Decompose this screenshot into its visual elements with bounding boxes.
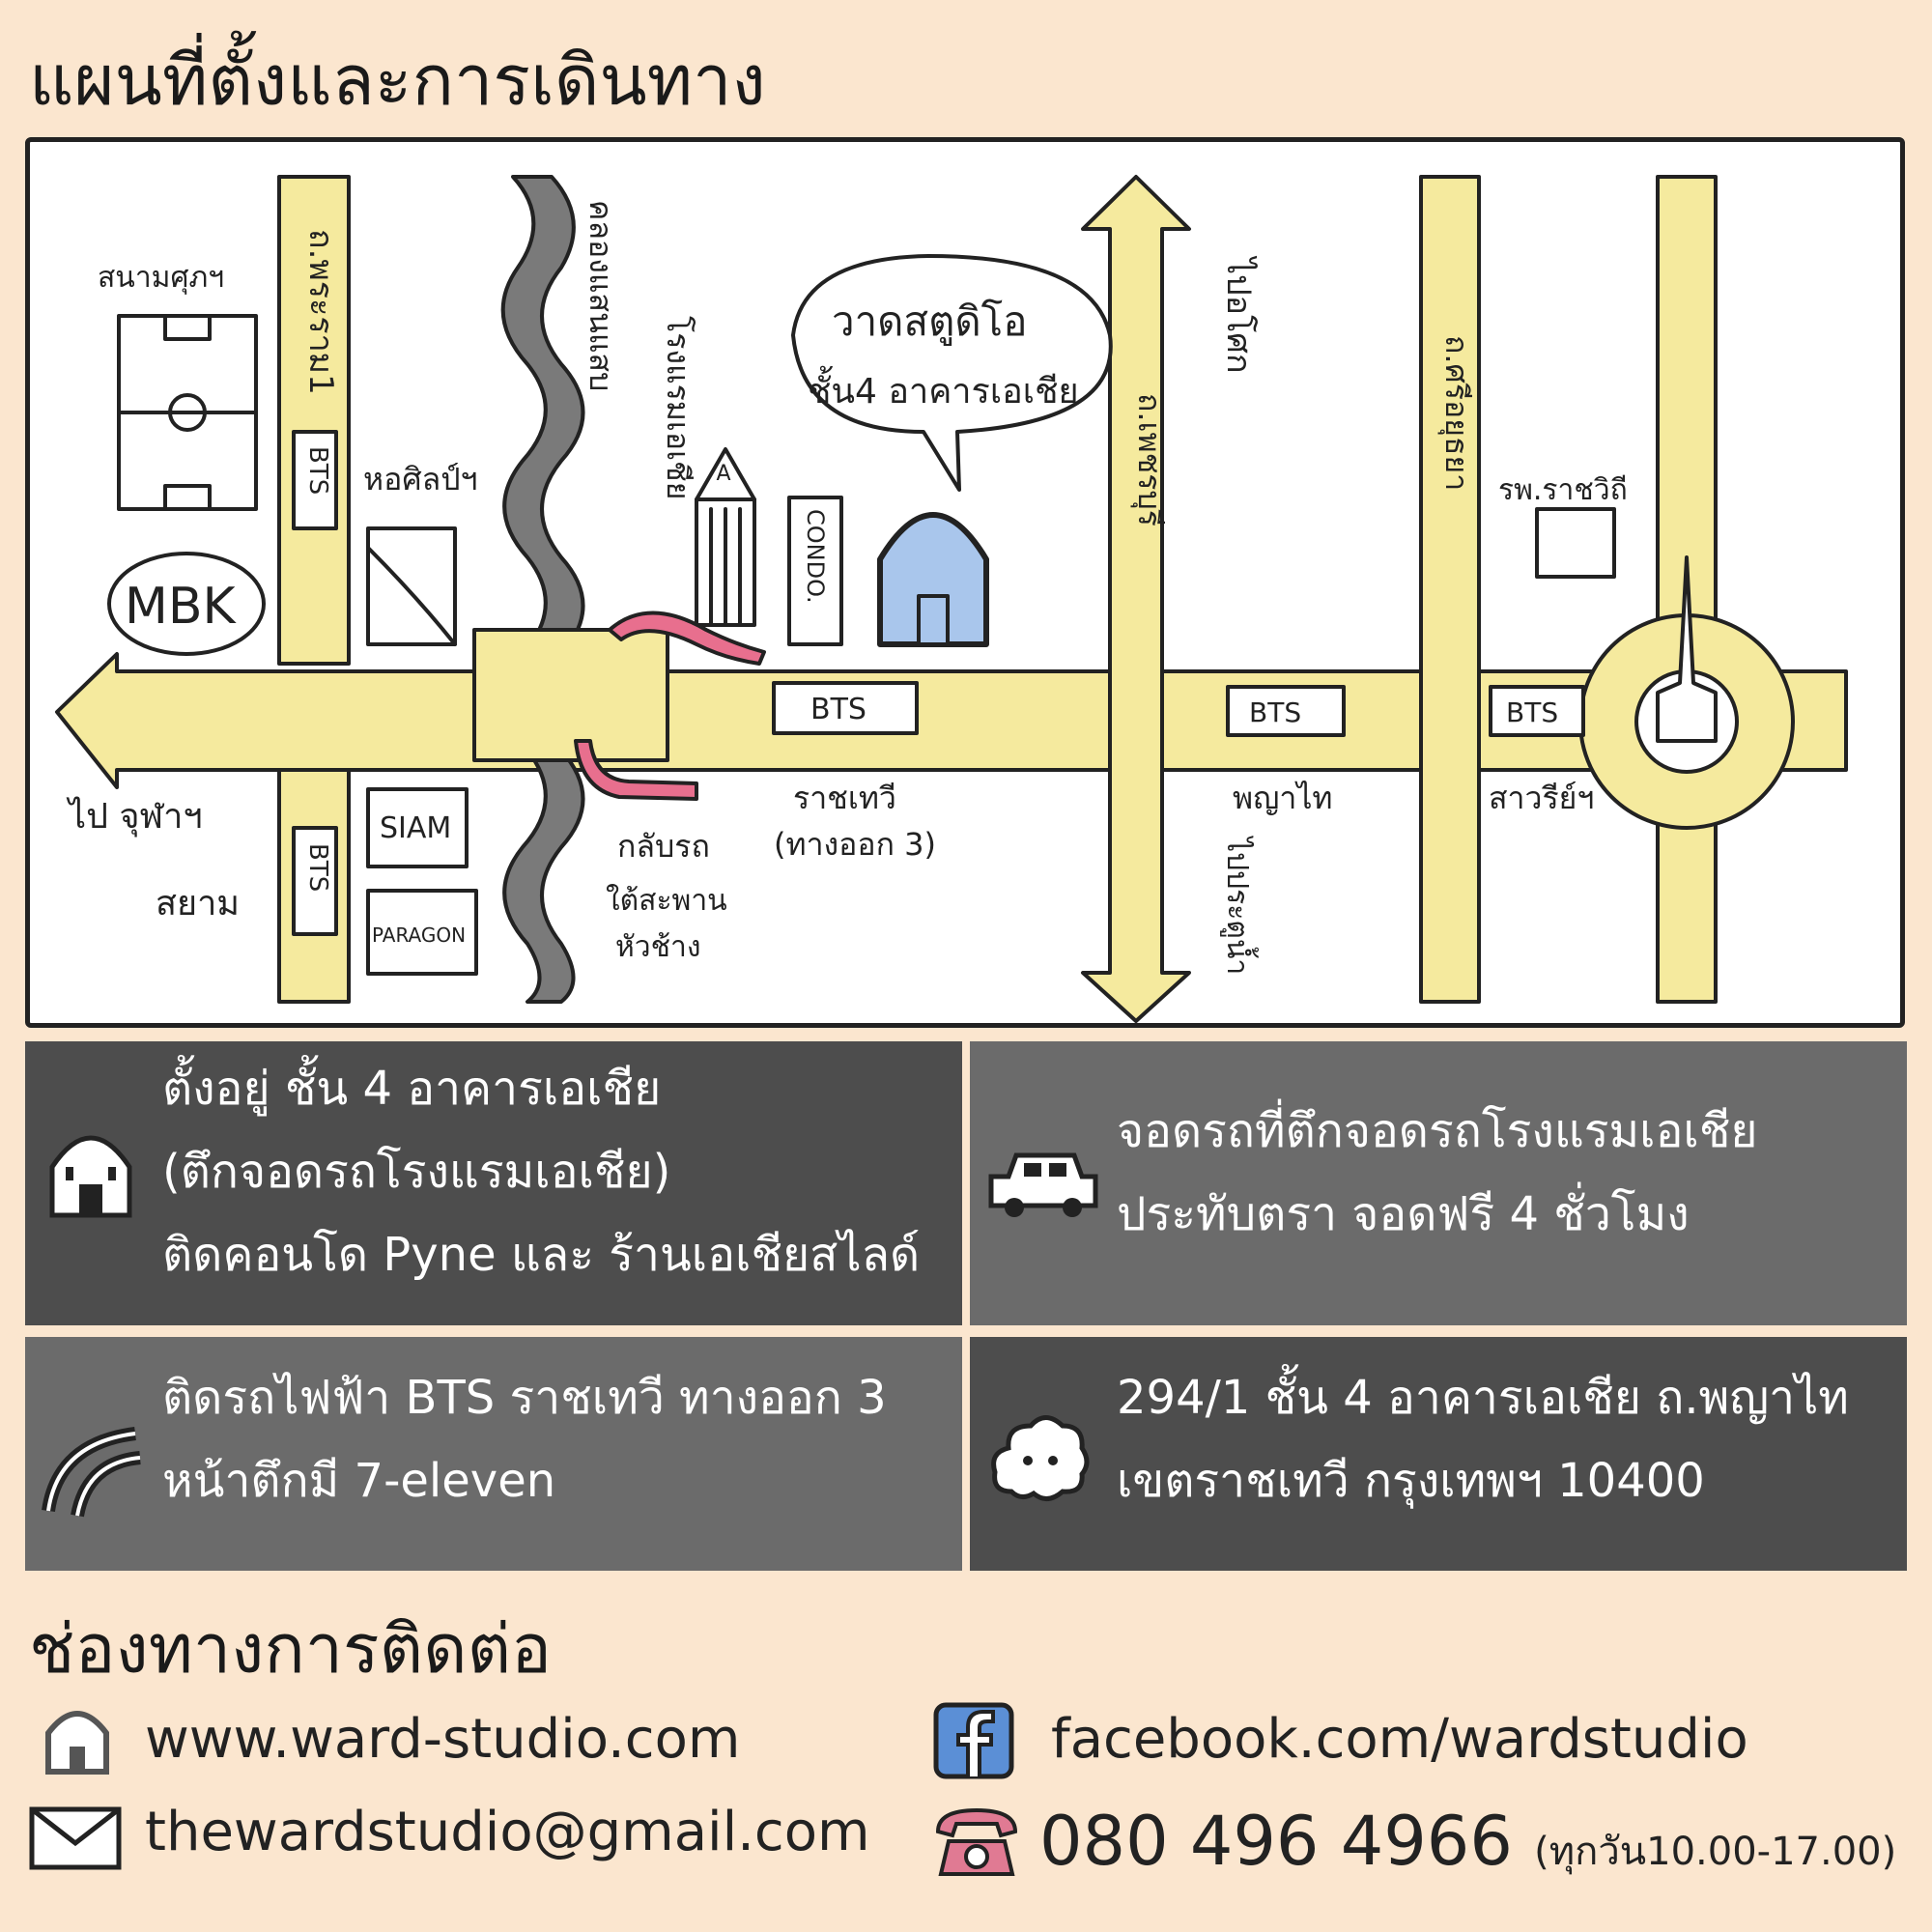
label-condo: CONDO.	[802, 509, 829, 604]
phone-hours: (ทุกวัน10.00-17.00)	[1534, 1830, 1897, 1874]
house-icon	[43, 1119, 139, 1229]
bts-line-1: ติดรถไฟฟ้า BTS ราชเทวี ทางออก 3	[162, 1371, 887, 1425]
label-bacc: หอศิลป์ฯ	[363, 461, 478, 497]
info-address-panel: 294/1 ชั้น 4 อาคารเอเชีย ถ.พญาไท เขตราชเ…	[970, 1337, 1907, 1571]
location-line-1: ตั้งอยู่ ชั้น 4 อาคารเอเชีย	[162, 1062, 662, 1116]
address-line-1: 294/1 ชั้น 4 อาคารเอเชีย ถ.พญาไท	[1117, 1371, 1849, 1425]
website-link[interactable]: www.ward-studio.com	[145, 1708, 741, 1771]
label-rajavithi: รพ.ราชวิถี	[1498, 473, 1628, 507]
label-bts-5: BTS	[1506, 696, 1558, 728]
siam-box	[366, 787, 469, 868]
label-to-pratunam: ไปประตูน้ำ	[1220, 836, 1259, 975]
parking-line-1: จอดรถที่ตึกจอดรถโรงแรมเอเชีย	[1117, 1104, 1758, 1158]
bts-box-victory	[1489, 685, 1585, 737]
label-phayathai: พญาไท	[1233, 780, 1333, 816]
label-siam: สยาม	[156, 884, 240, 923]
page-title: แผนที่ตั้งและการเดินทาง	[29, 40, 766, 121]
label-exit-3: (ทางออก 3)	[774, 826, 936, 863]
label-mbk: MBK	[125, 578, 238, 636]
condo-box	[787, 496, 843, 646]
rajavithi-box	[1535, 507, 1616, 579]
parking-line-2: ประทับตรา จอดฟรี 4 ชั่วโมง	[1117, 1187, 1690, 1241]
label-victory: สาวรีย์ฯ	[1489, 780, 1594, 816]
label-u-turn: กลับรถ	[617, 828, 710, 865]
car-icon	[985, 1148, 1101, 1229]
label-under-bridge-2: หัวช้าง	[615, 930, 700, 964]
road-si-ayutthaya	[1419, 175, 1481, 1004]
bts-box-ratchathewi	[772, 681, 919, 735]
cloud-icon	[987, 1405, 1094, 1515]
phone-number[interactable]: 080 496 4966 (ทุกวัน10.00-17.00)	[1039, 1803, 1896, 1890]
ward-studio-building	[877, 512, 989, 647]
info-bts-panel: ติดรถไฟฟ้า BTS ราชเทวี ทางออก 3 หน้าตึกม…	[25, 1337, 962, 1571]
bts-box-siam	[292, 826, 338, 936]
canal-saen-saep	[500, 175, 585, 1004]
label-bts-4: BTS	[1249, 696, 1301, 728]
label-to-chula: ไป จุฬาฯ	[66, 796, 203, 838]
phone-icon	[933, 1803, 1020, 1884]
label-under-bridge-1: ใต้สะพาน	[606, 884, 727, 918]
contact-title: ช่องทางการติดต่อ	[29, 1609, 553, 1689]
callout-line-1: วาดสตูดิโอ	[832, 298, 1027, 346]
route-arrow-u-turn	[574, 739, 698, 801]
callout-line-2: ชั้น4 อาคารเอเชีย	[808, 365, 1079, 412]
skytrain-rail-icon	[39, 1414, 145, 1524]
hand-drawn-map: สนามศุภฯ ถ.พระราม1 คลองแสนแสบ โรงแรมเอเช…	[25, 137, 1905, 1028]
label-ratchathewi: ราชเทวี	[793, 780, 896, 816]
paragon-box	[366, 889, 478, 976]
info-parking-panel: จอดรถที่ตึกจอดรถโรงแรมเอเชีย ประทับตรา จ…	[970, 1041, 1907, 1325]
bts-line-2: หน้าตึกมี 7-eleven	[162, 1454, 556, 1508]
website-house-icon	[43, 1700, 112, 1781]
label-phetchaburi: ถ.เพชรบุรี	[1130, 393, 1168, 526]
mbk-ellipse	[107, 552, 266, 656]
road-rama1-north	[277, 175, 351, 666]
hua-chang-bridge	[472, 628, 669, 762]
email-envelope-icon	[29, 1806, 122, 1874]
label-paragon: PARAGON	[372, 923, 466, 947]
label-bts-2: BTS	[303, 843, 332, 892]
info-location-panel: ตั้งอยู่ ชั้น 4 อาคารเอเชีย (ตึกจอดรถโรง…	[25, 1041, 962, 1325]
location-line-2: (ตึกจอดรถโรงแรมเอเชีย)	[162, 1145, 671, 1199]
facebook-icon	[933, 1702, 1014, 1783]
bts-box-national-stadium	[292, 430, 338, 530]
label-bts-1: BTS	[303, 446, 332, 495]
location-line-3: ติดคอนโด Pyne และ ร้านเอเชียสไลด์	[162, 1228, 921, 1282]
label-rama1: ถ.พระราม1	[301, 229, 340, 395]
phone-number-text: 080 496 4966	[1039, 1802, 1513, 1881]
label-asia-letter: A	[716, 462, 730, 486]
label-si-ayutthaya: ถ.ศรีอยุธยา	[1437, 335, 1475, 491]
label-to-asok: ไปอโศก	[1219, 255, 1258, 374]
road-phetchaburi	[1081, 175, 1191, 1023]
label-asia-hotel: โรงแรมเอเชีย	[660, 316, 696, 499]
address-line-2: เขตราชเทวี กรุงเทพฯ 10400	[1117, 1454, 1705, 1508]
label-bts-3: BTS	[810, 693, 867, 726]
victory-monument-icon	[1656, 555, 1718, 743]
label-klong-saen-saep: คลองแสนแสบ	[582, 200, 619, 391]
facebook-link[interactable]: facebook.com/wardstudio	[1051, 1708, 1748, 1771]
label-sanam-supachalasai: สนามศุภฯ	[98, 261, 224, 296]
callout-bubble	[791, 254, 1113, 492]
route-arrow-bridge	[608, 611, 766, 666]
bts-box-phayathai	[1226, 685, 1346, 737]
email-link[interactable]: thewardstudio@gmail.com	[145, 1801, 870, 1863]
label-siam-box: SIAM	[380, 811, 451, 845]
map-drawing: สนามศุภฯ ถ.พระราม1 คลองแสนแสบ โรงแรมเอเช…	[55, 175, 1848, 1023]
